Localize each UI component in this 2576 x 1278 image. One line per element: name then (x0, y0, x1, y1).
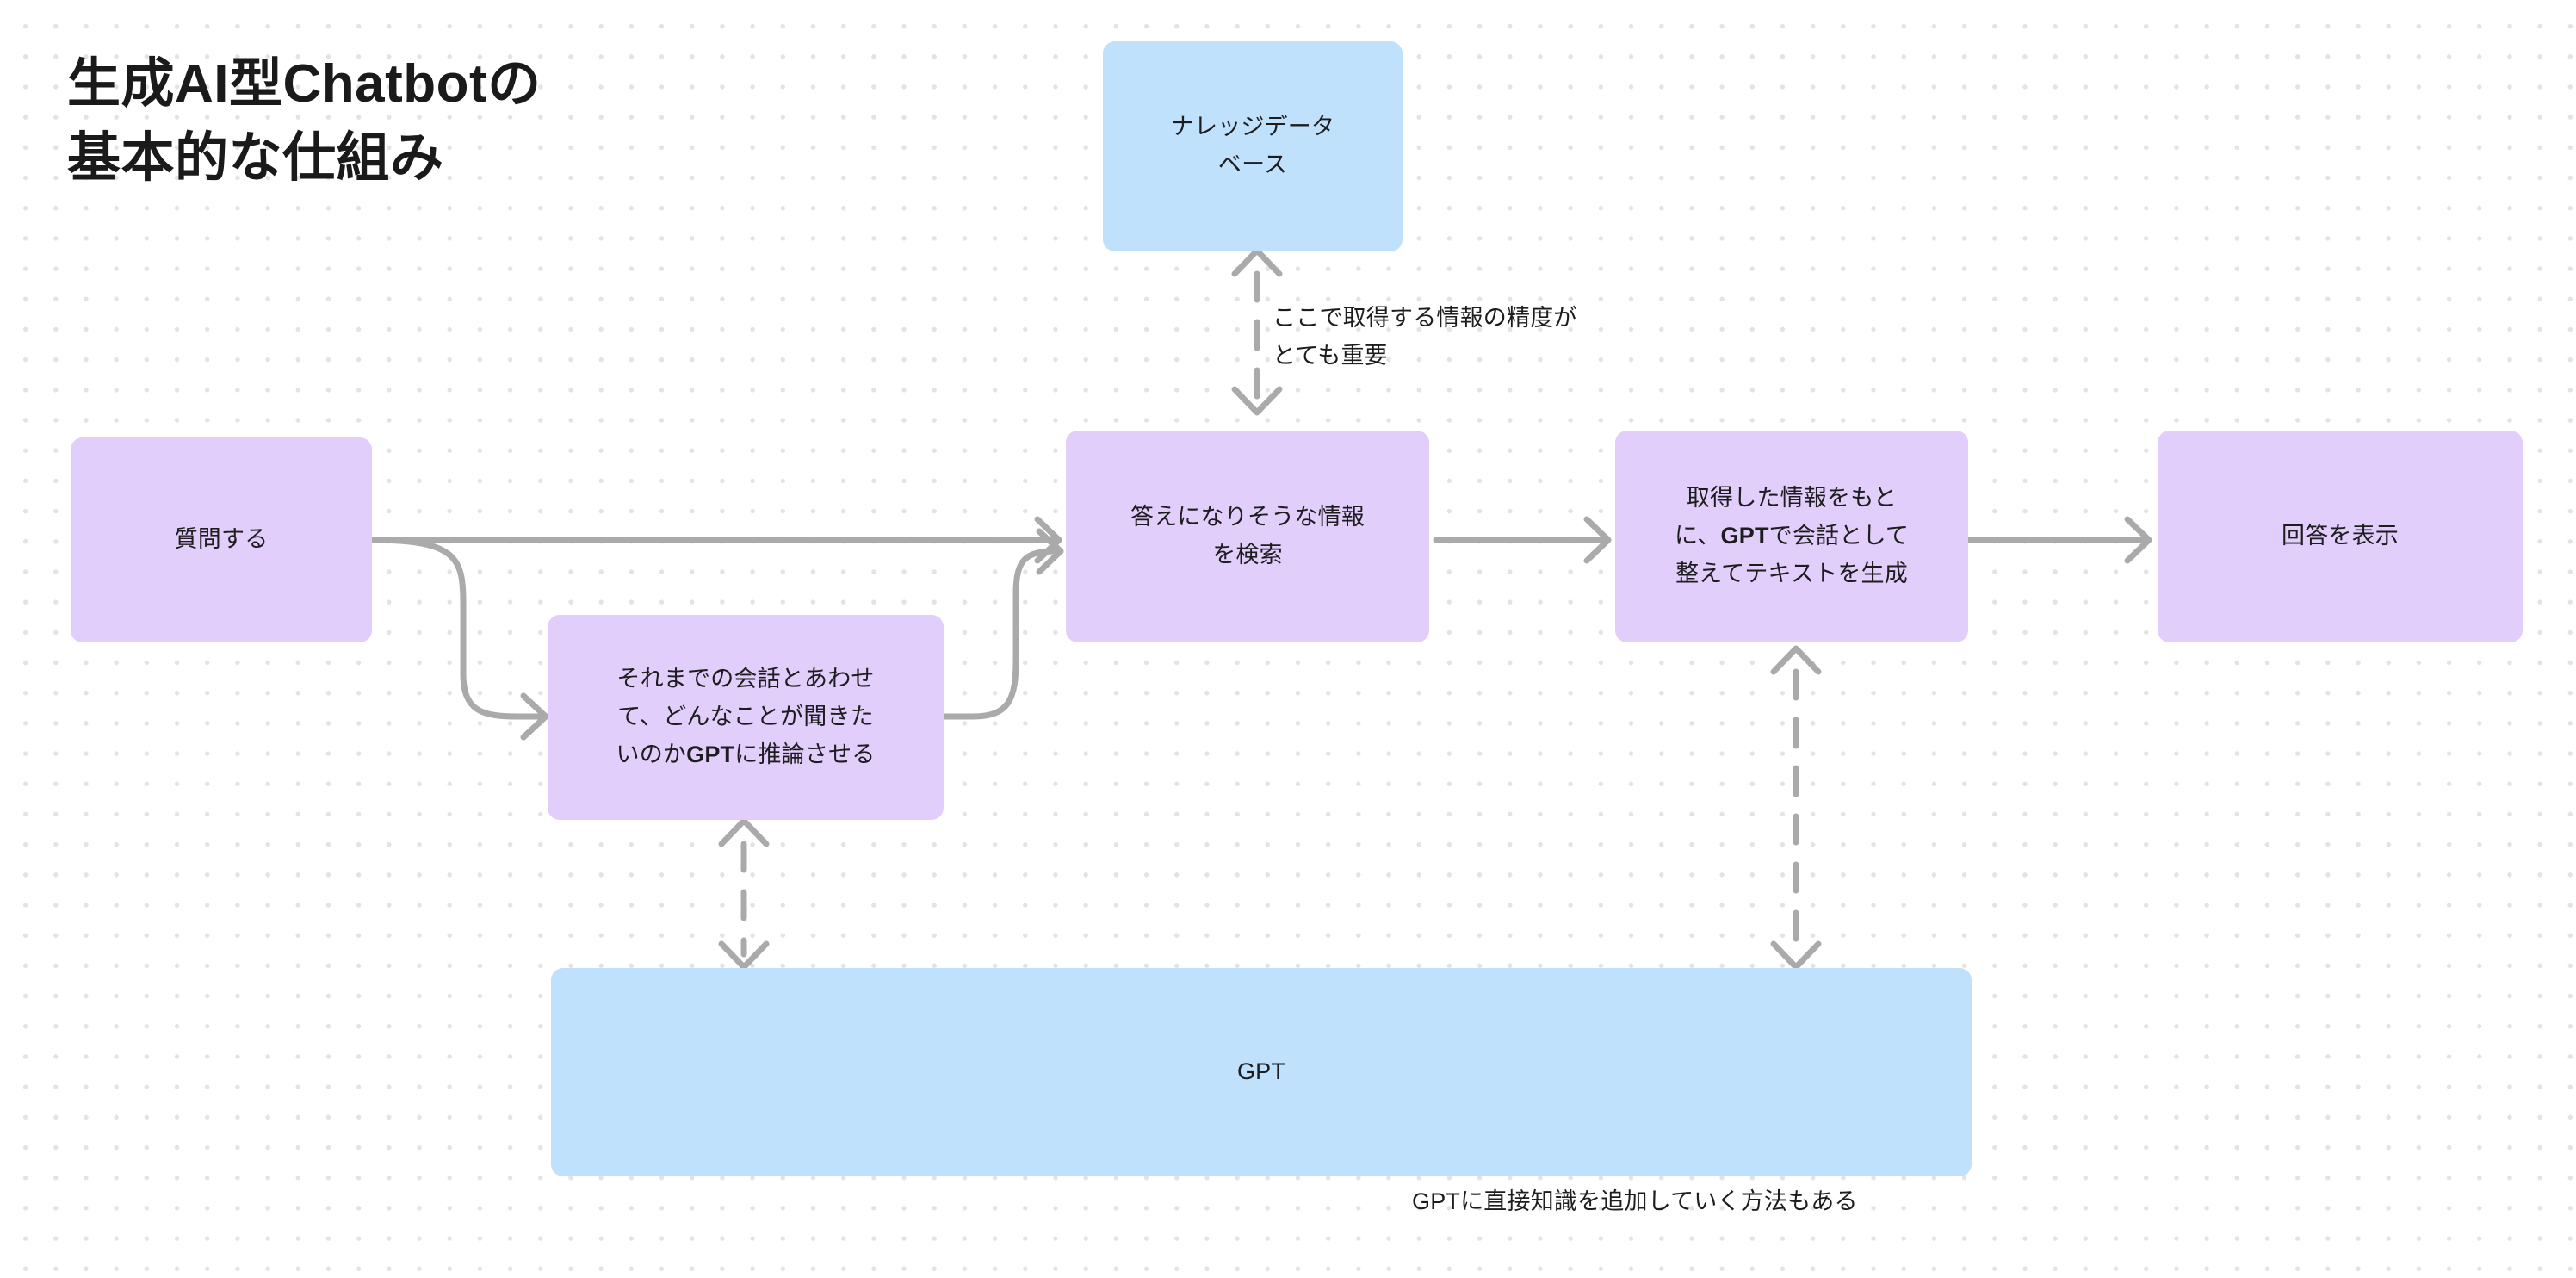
arrow-question-to-search (368, 516, 1062, 564)
arrow-question-to-infer (368, 537, 549, 741)
node-infer-intent-emphasis: GPT (686, 741, 735, 767)
node-generate-text[interactable]: 取得した情報をもとに、GPTで会話として整えてテキストを生成 (1615, 431, 1968, 642)
node-search-info[interactable]: 答えになりそうな情報 を検索 (1066, 431, 1429, 642)
node-generate-text-emphasis: GPT (1720, 523, 1769, 549)
node-search-info-label: 答えになりそうな情報 を検索 (1130, 504, 1365, 568)
annotation-gpt-note: GPTに直接知識を追加していく方法もある (1412, 1188, 1858, 1214)
arrow-infer-to-search (940, 528, 1064, 720)
page-title: 生成AI型Chatbotの 基本的な仕組み (67, 54, 542, 188)
node-question[interactable]: 質問する (71, 437, 372, 642)
node-display-answer-label: 回答を表示 (2282, 523, 2399, 549)
annotation-accuracy-note: ここで取得する情報の精度が とても重要 (1273, 305, 1577, 369)
arrow-search-to-generate (1433, 516, 1612, 564)
node-knowledge-database-label: ナレッジデータ ベース (1170, 114, 1335, 177)
node-gpt[interactable]: GPT (551, 968, 1972, 1176)
arrow-generate-to-gpt (1770, 645, 1822, 971)
arrow-infer-to-gpt (718, 817, 770, 971)
node-knowledge-database[interactable]: ナレッジデータ ベース (1103, 41, 1403, 251)
node-display-answer[interactable]: 回答を表示 (2158, 431, 2523, 642)
node-infer-intent-label: それまでの会話とあわせて、どんなことが聞きたいのかGPTに推論させる (616, 666, 876, 767)
node-generate-text-label: 取得した情報をもとに、GPTで会話として整えてテキストを生成 (1674, 485, 1910, 586)
node-gpt-label: GPT (1236, 1058, 1286, 1085)
node-infer-intent[interactable]: それまでの会話とあわせて、どんなことが聞きたいのかGPTに推論させる (548, 615, 944, 820)
arrow-generate-to-display (1965, 516, 2152, 564)
node-question-label: 質問する (174, 526, 269, 553)
